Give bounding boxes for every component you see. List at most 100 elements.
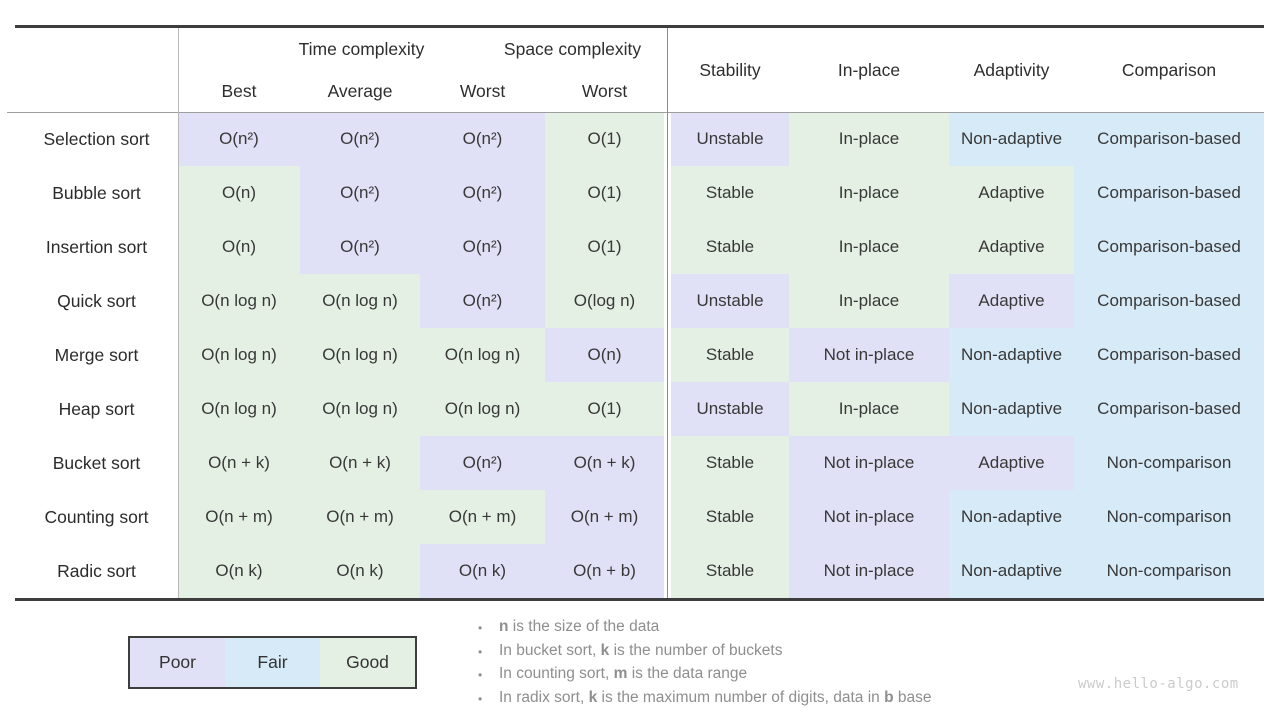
cell-radic-sort-worst-space: O(n + b) [545,544,664,598]
bullet-icon: • [478,691,483,706]
cell-counting-sort-adaptivity: Non-adaptive [949,490,1074,544]
footnotes: • n is the size of the data • In bucket sor… [478,616,931,710]
row-label-selection-sort: Selection sort [15,112,178,166]
cell-radic-sort-in-place: Not in-place [789,544,949,598]
legend-item-fair: Fair [225,638,320,687]
cell-counting-sort-stability: Stable [671,490,789,544]
bullet-icon: • [478,644,483,659]
footnote-text: In counting sort, m is the data range [499,665,748,683]
footnote-item: • In counting sort, m is the data range [478,663,931,687]
cell-heap-sort-in-place: In-place [789,382,949,436]
cell-quick-sort-worst-time: O(n²) [420,274,545,328]
cell-heap-sort-worst-space: O(1) [545,382,664,436]
cell-merge-sort-stability: Stable [671,328,789,382]
cell-quick-sort-in-place: In-place [789,274,949,328]
cell-merge-sort-average: O(n log n) [300,328,420,382]
cell-merge-sort-worst-space: O(n) [545,328,664,382]
cell-insertion-sort-worst-space: O(1) [545,220,664,274]
cell-insertion-sort-stability: Stable [671,220,789,274]
row-label-radic-sort: Radic sort [15,544,178,598]
cell-radic-sort-stability: Stable [671,544,789,598]
row-label-merge-sort: Merge sort [15,328,178,382]
cell-quick-sort-average: O(n log n) [300,274,420,328]
cell-bubble-sort-comparison: Comparison-based [1074,166,1264,220]
cell-heap-sort-adaptivity: Non-adaptive [949,382,1074,436]
cell-bucket-sort-in-place: Not in-place [789,436,949,490]
cell-radic-sort-comparison: Non-comparison [1074,544,1264,598]
cell-merge-sort-best: O(n log n) [178,328,300,382]
cell-bucket-sort-best: O(n + k) [178,436,300,490]
cell-radic-sort-worst-time: O(n k) [420,544,545,598]
cell-radic-sort-average: O(n k) [300,544,420,598]
bullet-icon: • [478,621,483,635]
cell-quick-sort-best: O(n log n) [178,274,300,328]
footnote-item: • In radix sort, k is the maximum number … [478,687,931,711]
cell-counting-sort-in-place: Not in-place [789,490,949,544]
cell-merge-sort-comparison: Comparison-based [1074,328,1264,382]
cell-counting-sort-worst-space: O(n + m) [545,490,664,544]
cell-selection-sort-best: O(n²) [178,112,300,166]
row-label-insertion-sort: Insertion sort [15,220,178,274]
cell-selection-sort-worst-time: O(n²) [420,112,545,166]
cell-bucket-sort-worst-time: O(n²) [420,436,545,490]
cell-quick-sort-stability: Unstable [671,274,789,328]
cell-counting-sort-average: O(n + m) [300,490,420,544]
row-label-bucket-sort: Bucket sort [15,436,178,490]
cell-insertion-sort-adaptivity: Adaptive [949,220,1074,274]
cell-heap-sort-stability: Unstable [671,382,789,436]
cell-selection-sort-adaptivity: Non-adaptive [949,112,1074,166]
cell-quick-sort-worst-space: O(log n) [545,274,664,328]
footnote-item: • In bucket sort, k is the number of buck… [478,640,931,664]
cell-counting-sort-comparison: Non-comparison [1074,490,1264,544]
row-label-heap-sort: Heap sort [15,382,178,436]
cell-merge-sort-in-place: Not in-place [789,328,949,382]
bullet-icon: • [478,668,483,683]
row-label-quick-sort: Quick sort [15,274,178,328]
watermark: www.hello-algo.com [1078,676,1239,692]
cell-bucket-sort-comparison: Non-comparison [1074,436,1264,490]
cell-bubble-sort-in-place: In-place [789,166,949,220]
col-header-adaptivity: Adaptivity [949,28,1074,112]
cell-heap-sort-worst-time: O(n log n) [420,382,545,436]
comparison-table: Time complexity Space complexity Best Av… [7,25,1264,601]
cell-insertion-sort-average: O(n²) [300,220,420,274]
cell-heap-sort-comparison: Comparison-based [1074,382,1264,436]
cell-bubble-sort-average: O(n²) [300,166,420,220]
row-label-bubble-sort: Bubble sort [15,166,178,220]
col-header-in-place: In-place [789,28,949,112]
footnote-text: In bucket sort, k is the number of bucke… [499,641,783,659]
cell-selection-sort-in-place: In-place [789,112,949,166]
cell-bucket-sort-average: O(n + k) [300,436,420,490]
row-label-counting-sort: Counting sort [15,490,178,544]
footnote-text: In radix sort, k is the maximum number o… [499,688,932,706]
footnote-text: n is the size of the data [499,618,660,635]
cell-radic-sort-best: O(n k) [178,544,300,598]
col-header-comparison: Comparison [1074,28,1264,112]
cell-counting-sort-best: O(n + m) [178,490,300,544]
cell-insertion-sort-best: O(n) [178,220,300,274]
cell-bucket-sort-adaptivity: Adaptive [949,436,1074,490]
cell-bucket-sort-worst-space: O(n + k) [545,436,664,490]
cell-heap-sort-average: O(n log n) [300,382,420,436]
footnote-item: • n is the size of the data [478,616,931,640]
cell-quick-sort-adaptivity: Adaptive [949,274,1074,328]
cell-heap-sort-best: O(n log n) [178,382,300,436]
complexity-properties-divider-line [667,28,668,598]
cell-bubble-sort-stability: Stable [671,166,789,220]
legend-item-poor: Poor [130,638,225,687]
cell-quick-sort-comparison: Comparison-based [1074,274,1264,328]
cell-selection-sort-comparison: Comparison-based [1074,112,1264,166]
col-header-worst-space: Worst [545,70,664,112]
col-header-average: Average [300,70,420,112]
cell-selection-sort-average: O(n²) [300,112,420,166]
cell-insertion-sort-worst-time: O(n²) [420,220,545,274]
time-complexity-header: Time complexity [178,28,545,70]
cell-bubble-sort-adaptivity: Adaptive [949,166,1074,220]
corner-cell [15,28,178,112]
cell-bubble-sort-worst-space: O(1) [545,166,664,220]
cell-selection-sort-worst-space: O(1) [545,112,664,166]
cell-selection-sort-stability: Unstable [671,112,789,166]
cell-radic-sort-adaptivity: Non-adaptive [949,544,1074,598]
cell-counting-sort-worst-time: O(n + m) [420,490,545,544]
